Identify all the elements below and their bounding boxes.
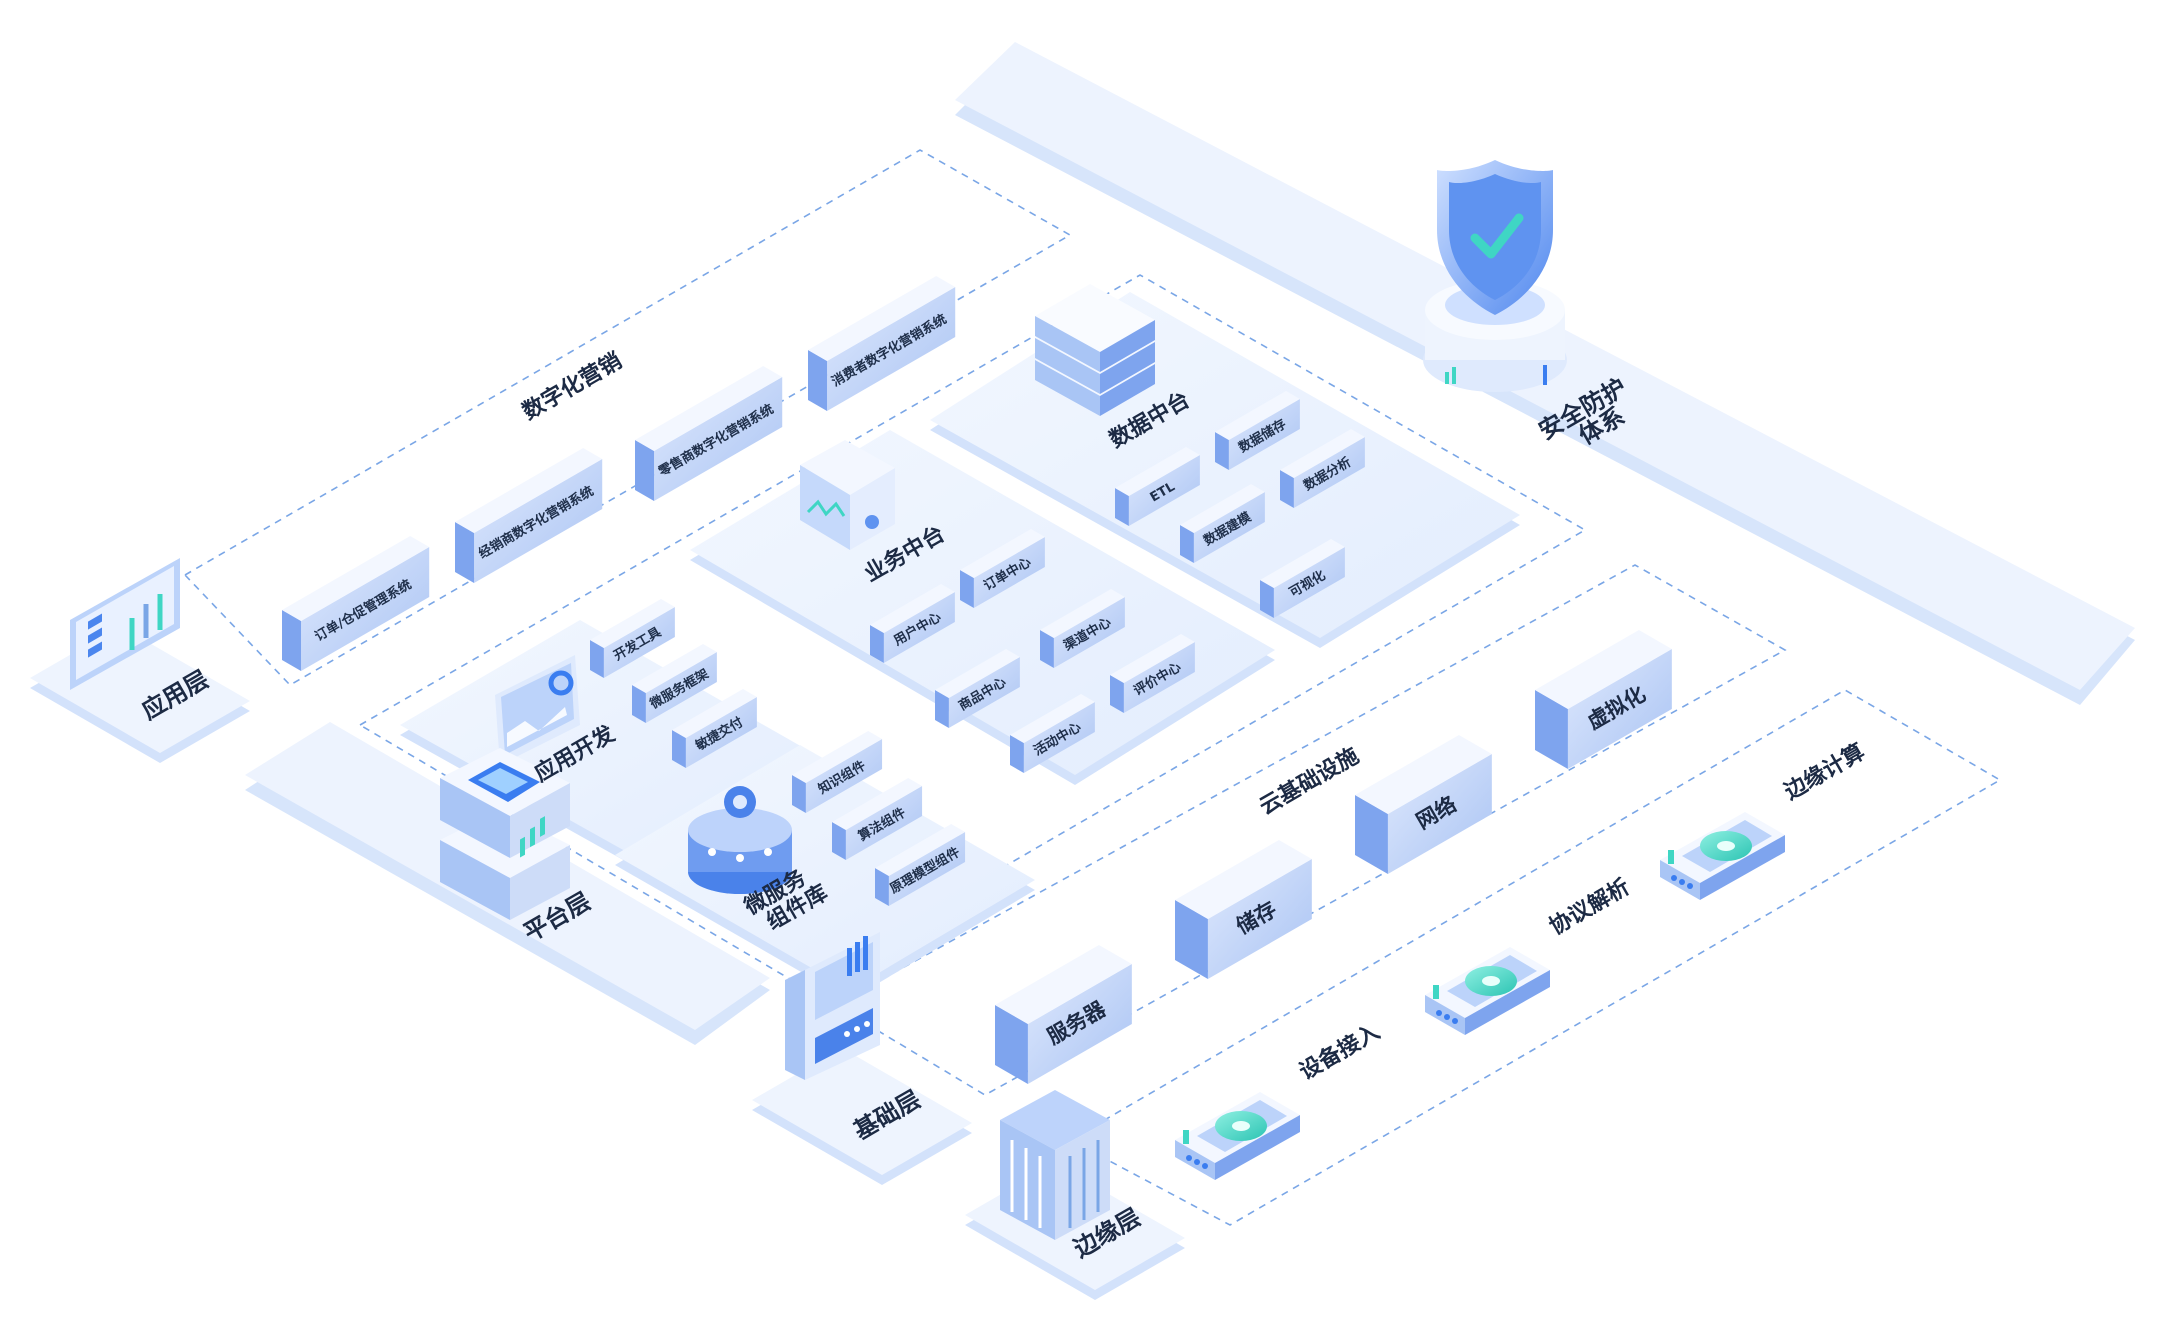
appdev-module-0: 开发工具 (590, 599, 675, 678)
data-module-1: 数据储存 (1215, 391, 1300, 470)
infra-block-0: 服务器 (995, 945, 1132, 1084)
edge-module-label-0: 设备接入 (1295, 1019, 1384, 1086)
platform-outline (358, 274, 1587, 986)
infra-block-3: 虚拟化 (1535, 630, 1672, 769)
appdev-module-1: 微服务框架 (632, 644, 717, 723)
infra-outline (833, 564, 1787, 1096)
appdev-module-2: 敏捷交付 (672, 689, 757, 768)
label-cloud-infra: 云基础设施 (1255, 743, 1363, 821)
shield-check-icon (1423, 160, 1567, 392)
marketing-system-2: 零售商数字化营销系统 (635, 366, 783, 501)
micro-module-1: 算法组件 (832, 778, 923, 860)
chip-cube-icon (440, 748, 570, 920)
monitor-screen-icon (495, 655, 580, 765)
micro-module-2: 原理模型组件 (875, 824, 966, 906)
marketing-system-1: 经销商数字化营销系统 (455, 448, 603, 583)
micro-module-0: 知识组件 (792, 731, 883, 813)
business-module-0: 用户中心 (870, 584, 955, 663)
data-module-0: ETL (1115, 447, 1200, 526)
fan-module-icon (1425, 947, 1550, 1035)
infra-block-2: 网络 (1355, 735, 1492, 874)
data-module-4: 可视化 (1260, 539, 1345, 618)
machine-console-icon (785, 932, 880, 1080)
fan-module-icon (1660, 812, 1785, 900)
data-module-2: 数据建模 (1180, 484, 1265, 563)
cloud-gear-icon (688, 786, 792, 894)
business-module-2: 商品中心 (935, 649, 1020, 728)
edge-module-label-1: 协议解析 (1545, 874, 1634, 941)
marketing-system-0: 订单/仓促管理系统 (282, 536, 430, 671)
marketing-system-3: 消费者数字化营销系统 (808, 276, 956, 411)
server-stack-icon (1035, 284, 1155, 416)
chart-board-icon (70, 558, 180, 690)
data-tower-icon (1000, 1090, 1110, 1240)
chip-cube-icon (800, 440, 895, 550)
business-module-3: 渠道中心 (1040, 589, 1125, 668)
infra-block-1: 储存 (1175, 840, 1312, 979)
label-digital-marketing: 数字化营销 (518, 348, 626, 426)
foundation-layer-pad (752, 1048, 972, 1185)
fan-module-icon (1175, 1092, 1300, 1180)
icon-layer (70, 160, 1567, 1240)
edge-module-label-2: 边缘计算 (1779, 739, 1869, 806)
